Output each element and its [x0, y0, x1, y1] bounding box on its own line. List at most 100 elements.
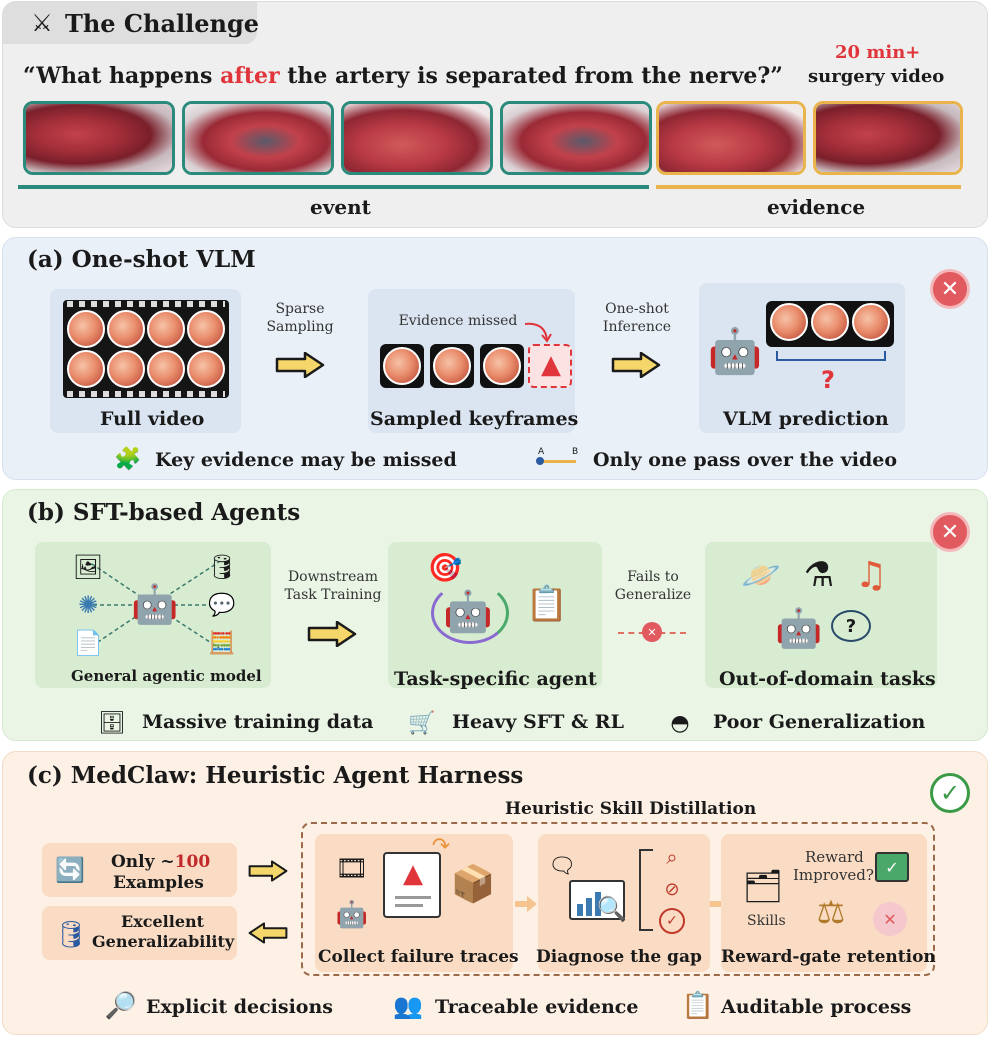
robot-reading-icon: 🤖 [707, 326, 763, 377]
note-auditable-process: Auditable process [721, 996, 912, 1018]
magnifier-icon: 🔎 [104, 991, 138, 1021]
duration-caption: surgery video [808, 66, 945, 87]
reward-gate-label: Reward-gate retention [721, 947, 936, 967]
challenge-question: “What happens after the artery is separa… [23, 63, 783, 89]
clipboard-icon: 📋 [525, 584, 569, 624]
analytics-screen-icon [569, 880, 625, 920]
one-shot-panel: (a) One-shot VLM ✕ Full video Sparse Sam… [2, 237, 988, 480]
skills-cards-icon: 🗂 [742, 867, 784, 905]
sync-database-icon: 🔄 [55, 856, 85, 884]
robot-icon: 🤖 [335, 900, 369, 930]
note-heavy-sft: Heavy SFT & RL [452, 711, 624, 733]
note-explicit-decisions: Explicit decisions [146, 996, 333, 1018]
task-agent-label: Task-specific agent [394, 668, 597, 690]
only-100-line2: Examples [113, 873, 204, 893]
sft-title: (b) SFT-based Agents [27, 499, 301, 526]
calculator-icon: 🧮 [208, 630, 236, 656]
warning-document-icon: ▲ [383, 852, 441, 918]
trace-people-icon: 👥 [393, 992, 423, 1020]
box-drop-icon: 📦 [450, 864, 496, 905]
right-arrow-icon [611, 352, 661, 378]
flask-icon: ⚗ [803, 555, 835, 595]
right-arrow-icon [275, 352, 325, 378]
challenge-title-tab [3, 2, 257, 44]
note-massive-data: Massive training data [142, 711, 374, 733]
evidence-label: evidence [767, 195, 866, 219]
hidden-eye-icon: ⊘ [664, 878, 680, 900]
crossed-swords-icon: ⚔ [31, 9, 53, 37]
image-icon: 🖼 [72, 553, 104, 581]
event-frame-1 [23, 101, 175, 175]
music-icon: ♫ [854, 554, 888, 596]
flow-arrow-icon [515, 896, 537, 912]
film-strip [63, 300, 229, 398]
reject-hand-icon: ✕ [873, 902, 907, 936]
thought-question-icon: ? [831, 610, 871, 642]
a-to-b-icon: A B [536, 447, 580, 471]
fail-x-small-icon: ✕ [642, 622, 662, 642]
robot-icon: 🤖 [775, 605, 823, 650]
reward-question-line2: Improved? [793, 866, 874, 884]
video-question-icon: 🎞 [335, 854, 369, 884]
prediction-bracket [776, 351, 886, 361]
fail-x-icon: ✕ [930, 512, 970, 552]
keyframe-3 [480, 344, 524, 388]
balance-scale-icon: ⚖ [816, 893, 846, 931]
target-icon: 🎯 [427, 550, 463, 584]
left-arrow-icon [248, 922, 288, 944]
general-model-box [35, 542, 271, 688]
keyframe-2 [430, 344, 474, 388]
excellent-line2: Generalizability [92, 932, 235, 951]
only-100-box [42, 843, 237, 897]
only-100-line1: Only ~100 [111, 852, 211, 872]
document-icon: 📄 [73, 629, 103, 657]
evidence-frame-1 [656, 101, 806, 175]
note-one-pass: Only one pass over the video [593, 449, 898, 471]
event-frame-2 [182, 101, 334, 175]
evidence-missed-label: Evidence missed [398, 313, 518, 329]
distillation-container [301, 822, 935, 976]
warning-icon: ▲ [541, 350, 561, 380]
check-circle-icon: ✓ [659, 908, 685, 934]
missed-frame-box [528, 344, 572, 388]
check-sign-icon: ✓ [875, 852, 909, 882]
diagnose-label: Diagnose the gap [536, 947, 702, 967]
event-frame-4 [500, 101, 652, 175]
gauge-icon: ◓ [670, 710, 690, 736]
curved-red-arrow-icon [524, 322, 552, 343]
diagnose-bracket [639, 849, 653, 931]
network-icon: ✺ [77, 591, 99, 619]
ood-label: Out-of-domain tasks [719, 668, 936, 690]
data-server-icon: 🗄 [98, 710, 126, 736]
ood-box [705, 542, 937, 688]
fails-label: Fails to Generalize [614, 569, 692, 603]
medclaw-panel: (c) MedClaw: Heuristic Agent Harness ✓ H… [2, 751, 988, 1035]
medclaw-title: (c) MedClaw: Heuristic Agent Harness [27, 762, 524, 789]
full-video-label: Full video [100, 408, 205, 430]
skills-label: Skills [747, 913, 786, 929]
hub-lines [83, 561, 223, 649]
generalizability-box [42, 906, 237, 960]
event-frame-3 [341, 101, 493, 175]
event-underline [18, 185, 649, 189]
cart-icon: 🛒 [408, 710, 436, 736]
prediction-frames [766, 301, 894, 347]
vlm-prediction-label: VLM prediction [723, 408, 889, 430]
downstream-label: Downstream Task Training [284, 569, 382, 603]
chat-icon: 💬 [208, 592, 236, 618]
planet-icon: 🪐 [741, 556, 781, 594]
evidence-frame-2 [813, 101, 963, 175]
excellent-line1: Excellent [121, 912, 205, 931]
sampled-keyframes-label: Sampled keyframes [370, 408, 579, 430]
check-icon: ✓ [930, 773, 970, 813]
one-shot-inference-label: One-shot Inference [602, 301, 672, 335]
event-label: event [310, 195, 371, 219]
curved-orange-arrow-icon: ↷ [431, 833, 451, 859]
magnifier-icon: 🔍 [597, 895, 627, 923]
one-shot-title: (a) One-shot VLM [27, 246, 256, 273]
duration-value: 20 min+ [835, 42, 921, 63]
collect-label: Collect failure traces [318, 947, 519, 967]
magnifier-icon: ⌕ [666, 845, 678, 869]
sft-panel: (b) SFT-based Agents ✕ 🖼 ✺ 📄 🤖 🛢 💬 🧮 Gen… [2, 489, 988, 741]
note-key-evidence: Key evidence may be missed [155, 449, 457, 471]
